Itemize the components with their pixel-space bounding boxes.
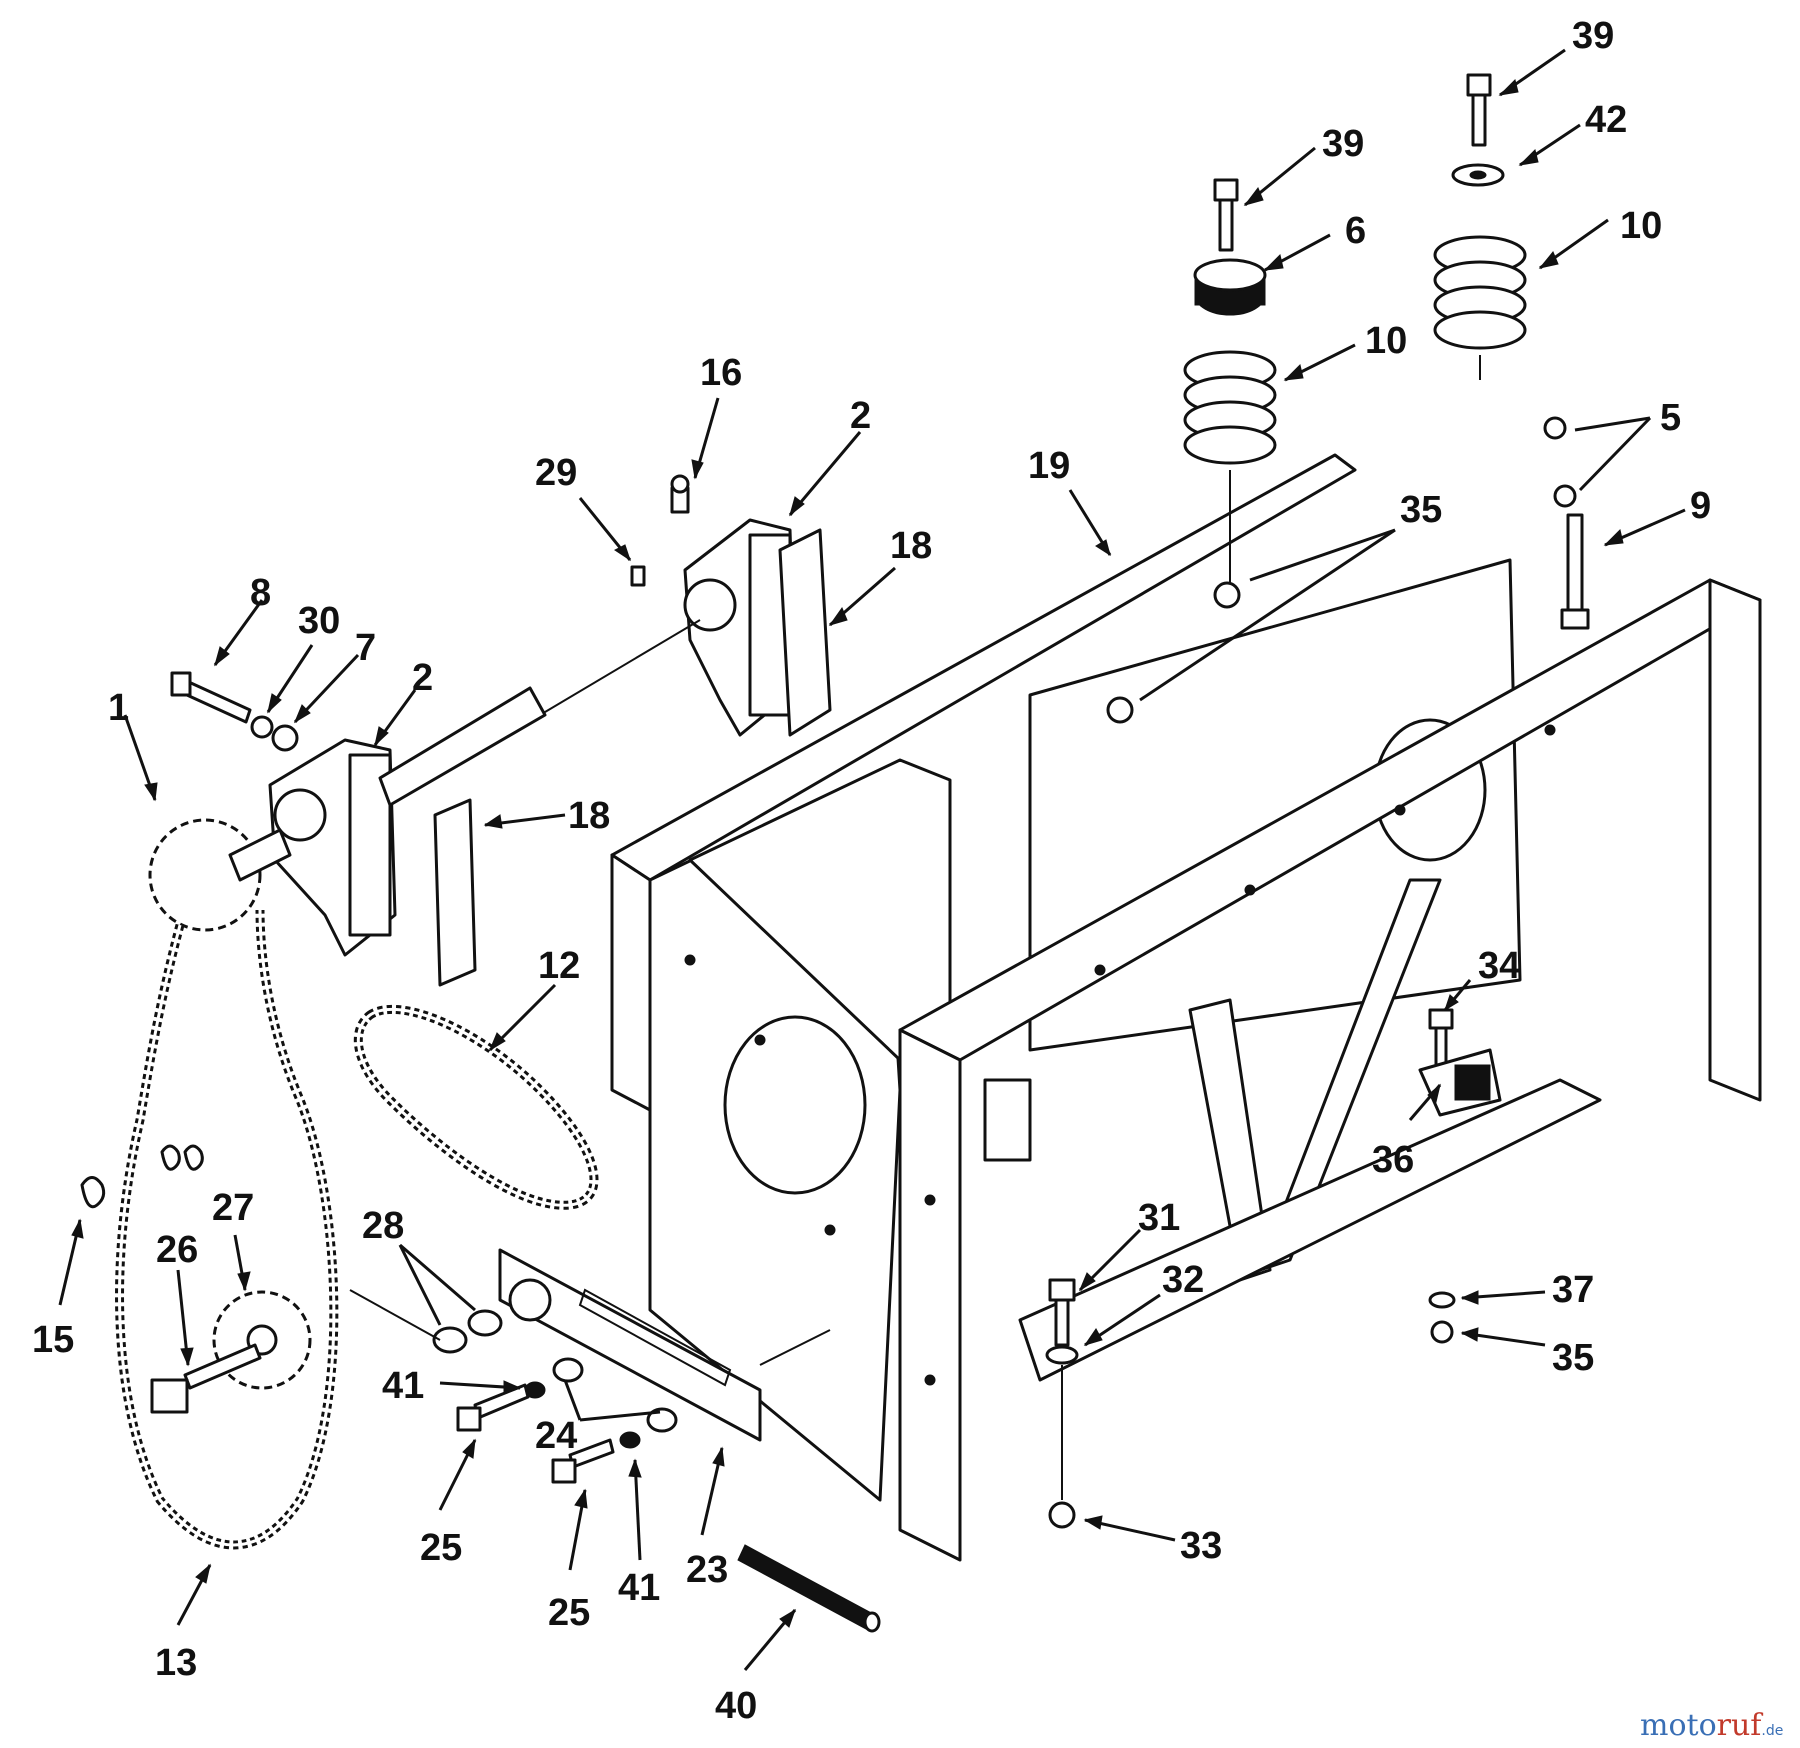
callout-10: 10 — [1365, 320, 1407, 362]
washer-42 — [1451, 163, 1505, 187]
callout-40: 40 — [715, 1685, 757, 1727]
callout-35: 35 — [1400, 489, 1442, 531]
pin-40 — [737, 1544, 881, 1633]
callout-6: 6 — [1345, 210, 1366, 252]
bolt-31 — [1048, 1278, 1076, 1347]
callout-9: 9 — [1690, 485, 1711, 527]
nuts-5 — [1543, 416, 1577, 508]
bolt-39-right — [1466, 73, 1492, 147]
callout-16: 16 — [700, 352, 742, 394]
washers-30-7 — [250, 715, 299, 752]
chain-12 — [353, 1004, 599, 1210]
bracket-18 — [433, 528, 832, 987]
set-screw-29 — [630, 565, 646, 587]
grease-fitting-16 — [670, 474, 690, 514]
callout-31: 31 — [1138, 1197, 1180, 1239]
master-link-15 — [80, 1144, 204, 1209]
callout-39: 39 — [1572, 15, 1614, 57]
tensioner-plate-23 — [498, 1248, 762, 1442]
callout-7: 7 — [355, 627, 376, 669]
callout-41: 41 — [618, 1567, 660, 1609]
bolt-26 — [150, 1343, 262, 1414]
callout-18: 18 — [890, 525, 932, 567]
washers-24 — [552, 1357, 678, 1433]
nuts-35-upper — [1106, 581, 1241, 724]
main-frame — [610, 453, 1762, 1562]
callout-18: 18 — [568, 795, 610, 837]
bearing-housing-2-lower — [268, 738, 397, 957]
nut-33 — [1048, 1501, 1076, 1529]
washer-37 — [1428, 1291, 1456, 1309]
bearing-housing-2-upper — [539, 518, 797, 737]
spring-10-right — [1433, 235, 1527, 350]
nut-35-lower — [1430, 1320, 1454, 1344]
callout-19: 19 — [1028, 445, 1070, 487]
leader-lines — [58, 48, 1686, 1671]
callout-41: 41 — [382, 1365, 424, 1407]
callout-10: 10 — [1620, 205, 1662, 247]
shaft — [228, 686, 547, 882]
isolator-6 — [1193, 258, 1267, 316]
callout-24: 24 — [535, 1415, 577, 1457]
washer-32 — [1045, 1345, 1079, 1365]
lockwashers-41 — [524, 1381, 641, 1449]
axis-line — [349, 1289, 441, 1341]
callout-23: 23 — [686, 1549, 728, 1591]
callout-5: 5 — [1660, 397, 1681, 439]
bolt-8 — [170, 671, 252, 724]
callout-35: 35 — [1552, 1337, 1594, 1379]
callout-26: 26 — [156, 1229, 198, 1271]
washers-28 — [432, 1309, 503, 1354]
callout-8: 8 — [250, 572, 271, 614]
idler-sprocket-27 — [212, 1290, 312, 1390]
callout-28: 28 — [362, 1205, 404, 1247]
bolts-25 — [456, 1383, 615, 1484]
callout-25: 25 — [420, 1527, 462, 1569]
callout-39: 39 — [1322, 123, 1364, 165]
callout-33: 33 — [1180, 1525, 1222, 1567]
callout-12: 12 — [538, 945, 580, 987]
callout-36: 36 — [1372, 1139, 1414, 1181]
spring-10-left — [1183, 350, 1277, 465]
callout-32: 32 — [1162, 1259, 1204, 1301]
callout-13: 13 — [155, 1642, 197, 1684]
callout-15: 15 — [32, 1319, 74, 1361]
axis-line — [759, 1329, 831, 1366]
watermark-logo: motoruf.de — [1640, 1708, 1783, 1743]
callout-27: 27 — [212, 1187, 254, 1229]
callout-29: 29 — [535, 452, 577, 494]
callout-1: 1 — [108, 687, 129, 729]
callout-25: 25 — [548, 1592, 590, 1634]
callout-37: 37 — [1552, 1269, 1594, 1311]
callout-30: 30 — [298, 600, 340, 642]
callout-2: 2 — [850, 395, 871, 437]
drive-chain-13 — [115, 909, 339, 1550]
bracket-36 — [1418, 1048, 1502, 1117]
callout-42: 42 — [1585, 99, 1627, 141]
callout-34: 34 — [1478, 945, 1520, 987]
svg-text:motoruf.de: motoruf.de — [1640, 1708, 1783, 1743]
bolt-39-left — [1213, 178, 1239, 252]
bolt-9 — [1560, 513, 1590, 630]
callout-labels: 39 42 39 6 10 10 5 9 16 2 29 18 19 35 8 … — [32, 15, 1711, 1727]
callout-2: 2 — [412, 657, 433, 699]
